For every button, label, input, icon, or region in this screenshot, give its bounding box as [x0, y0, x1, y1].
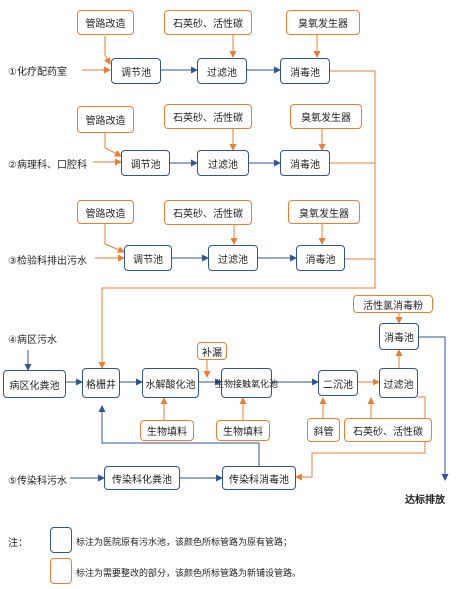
legend-blue-text: 标注为医院原有污水池，该颜色所标管路为原有管路； [76, 537, 293, 547]
chlorine-box: 活性氯消毒粉 [353, 295, 433, 313]
supplement-box: 补漏 [197, 342, 227, 360]
r1-media-box: 石英砂、活性碳 [164, 10, 252, 35]
legend-note-label: 注： [8, 538, 28, 549]
discharge-label: 达标排放 [405, 495, 445, 506]
r3-pipe-box: 管路改造 [77, 200, 134, 224]
inf-source-label: ⑤传染科污水 [8, 476, 67, 487]
bio2-box: 生物填料 [216, 420, 270, 441]
r2-source-label: ②病理科、口腔科 [8, 160, 87, 171]
legend-orange-swatch [50, 558, 72, 584]
r3-media-box: 石英砂、活性碳 [164, 200, 252, 225]
r3-disinfect-box: 消毒池 [296, 245, 345, 271]
contact-box: 生物接触氧化池 [215, 368, 278, 398]
r1-pipe-box: 管路改造 [77, 10, 134, 35]
discharge-line [419, 336, 449, 481]
legend-orange-text: 标注为需要整改的部分，该颜色所标管路为新铺设管路。 [76, 568, 302, 578]
ward-media-box: 石英砂、活性碳 [344, 418, 432, 442]
r3-filter-box: 过滤池 [208, 245, 258, 271]
new-bypass [295, 396, 426, 481]
r1-reg-box: 调节池 [111, 58, 161, 84]
r3-pipe-arrow [104, 224, 125, 253]
sedimentation-box: 二沉池 [318, 370, 358, 396]
inf-return [98, 405, 260, 466]
ward-disinfect-box: 消毒池 [379, 323, 419, 350]
r1-filter-box: 过滤池 [197, 58, 247, 84]
r1-pipe-arrow [104, 36, 111, 65]
ward-septic-box: 病区化粪池 [3, 370, 66, 398]
r2-reg-box: 调节池 [121, 150, 170, 176]
r3-source-label: ③检验科排出污水 [8, 256, 87, 267]
r2-disinfect-box: 消毒池 [280, 150, 330, 176]
r1-ozone-box: 臭氧发生器 [286, 10, 360, 35]
grid-box: 格栅井 [82, 368, 120, 398]
r2-filter-box: 过滤池 [197, 150, 249, 176]
ward-filter-box: 过滤池 [379, 368, 418, 398]
r2-media-box: 石英砂、活性碳 [164, 104, 252, 129]
collector-to-grid [98, 71, 376, 369]
bio1-box: 生物填料 [140, 420, 194, 441]
inf-septic-box: 传染科化粪池 [104, 466, 180, 490]
r2-pipe-box: 管路改造 [77, 106, 134, 133]
r3-reg-box: 调节池 [124, 245, 172, 271]
r1-disinfect-box: 消毒池 [280, 58, 330, 84]
legend-blue-swatch [50, 527, 72, 553]
r3-ozone-box: 臭氧发生器 [288, 200, 360, 224]
r1-source-label: ①化疗配药室 [8, 67, 67, 78]
hydrolysis-box: 水解酸化池 [142, 368, 199, 398]
ward-source-label: ④病区污水 [8, 335, 57, 346]
inf-disinfect-box: 传染科消毒池 [222, 466, 296, 490]
tube-box: 斜管 [307, 418, 340, 442]
r2-pipe-arrow [104, 133, 122, 157]
r2-ozone-box: 臭氧发生器 [290, 104, 362, 129]
